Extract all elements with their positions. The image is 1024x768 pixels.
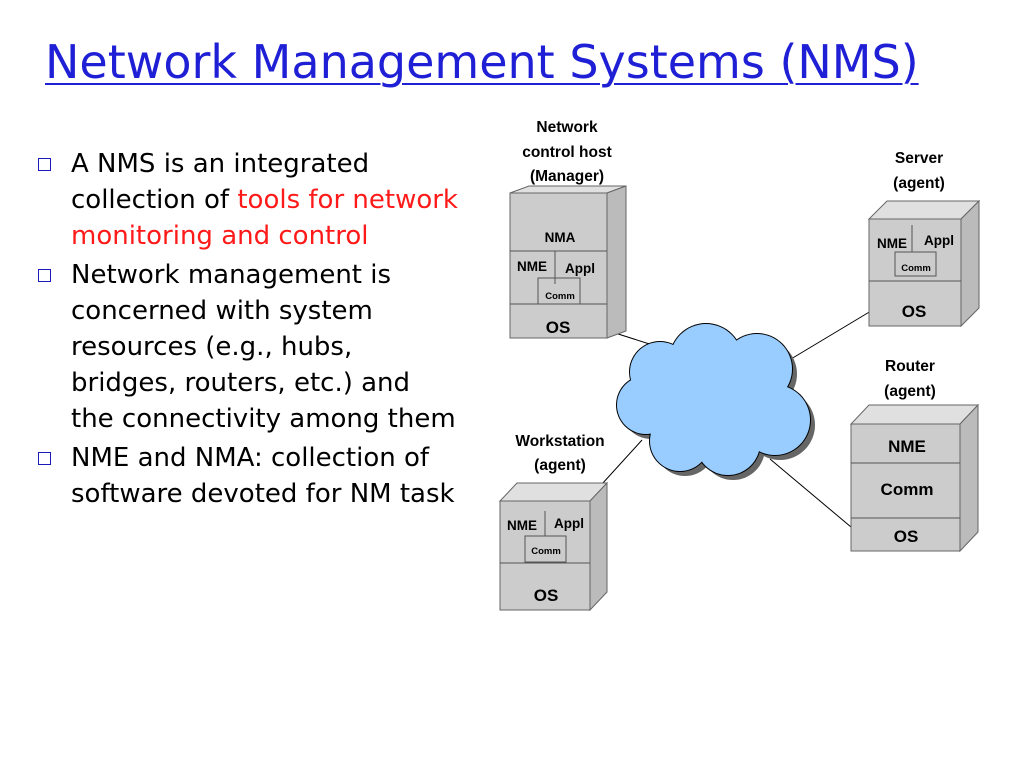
workstation-label-line2: (agent)	[534, 457, 586, 474]
workstation-box: NME Appl Comm OS	[498, 481, 609, 612]
workstation-os-layer: OS	[534, 586, 559, 605]
link-server-cloud	[785, 307, 877, 363]
manager-nme-layer: NME	[517, 259, 547, 274]
router-box: NME Comm OS	[849, 403, 980, 553]
link-router-cloud	[769, 458, 852, 528]
router-label-line1: Router	[885, 358, 935, 375]
network-cloud-icon	[616, 323, 815, 480]
manager-comm-layer: Comm	[545, 291, 575, 302]
server-label-line2: (agent)	[893, 175, 945, 192]
checkbox-bullet-icon	[38, 269, 51, 282]
workstation-label-line1: Workstation	[515, 433, 604, 450]
network-diagram: Network control host (Manager) NMA NME A…	[498, 119, 981, 612]
router-label-line2: (agent)	[884, 383, 936, 400]
bullet-item: A NMS is an integrated collection of too…	[38, 146, 458, 254]
manager-label-line1: Network	[536, 119, 598, 136]
router-nme-layer: NME	[888, 437, 926, 456]
bullet-item: Network management is concerned with sys…	[38, 257, 458, 437]
router-comm-layer: Comm	[881, 480, 934, 499]
router-os-layer: OS	[894, 527, 919, 546]
checkbox-bullet-icon	[38, 452, 51, 465]
bullet-text: A NMS is an integrated collection of	[71, 149, 370, 215]
bullet-highlight: tools for network monitoring and control	[71, 185, 458, 251]
workstation-appl-layer: Appl	[554, 516, 584, 531]
workstation-nme-layer: NME	[507, 518, 537, 533]
workstation-comm-layer: Comm	[531, 546, 561, 557]
server-box: NME Appl Comm OS	[867, 199, 981, 328]
server-appl-layer: Appl	[924, 233, 954, 248]
server-label-line1: Server	[895, 150, 943, 167]
slide-title: Network Management Systems (NMS)	[45, 35, 919, 89]
manager-label-line3: (Manager)	[530, 168, 604, 185]
manager-label-line2: control host	[522, 144, 612, 161]
checkbox-bullet-icon	[38, 158, 51, 171]
server-os-layer: OS	[902, 302, 927, 321]
manager-os-layer: OS	[546, 318, 571, 337]
manager-appl-layer: Appl	[565, 261, 595, 276]
manager-nma-layer: NMA	[545, 230, 576, 245]
server-comm-layer: Comm	[901, 263, 931, 274]
bullet-text: NME and NMA: collection of software devo…	[71, 443, 455, 509]
bullet-list: A NMS is an integrated collection of too…	[38, 146, 458, 515]
bullet-item: NME and NMA: collection of software devo…	[38, 440, 458, 512]
server-nme-layer: NME	[877, 236, 907, 251]
manager-host-box: NMA NME Appl Comm OS	[509, 185, 627, 339]
bullet-text: Network management is concerned with sys…	[71, 260, 456, 434]
